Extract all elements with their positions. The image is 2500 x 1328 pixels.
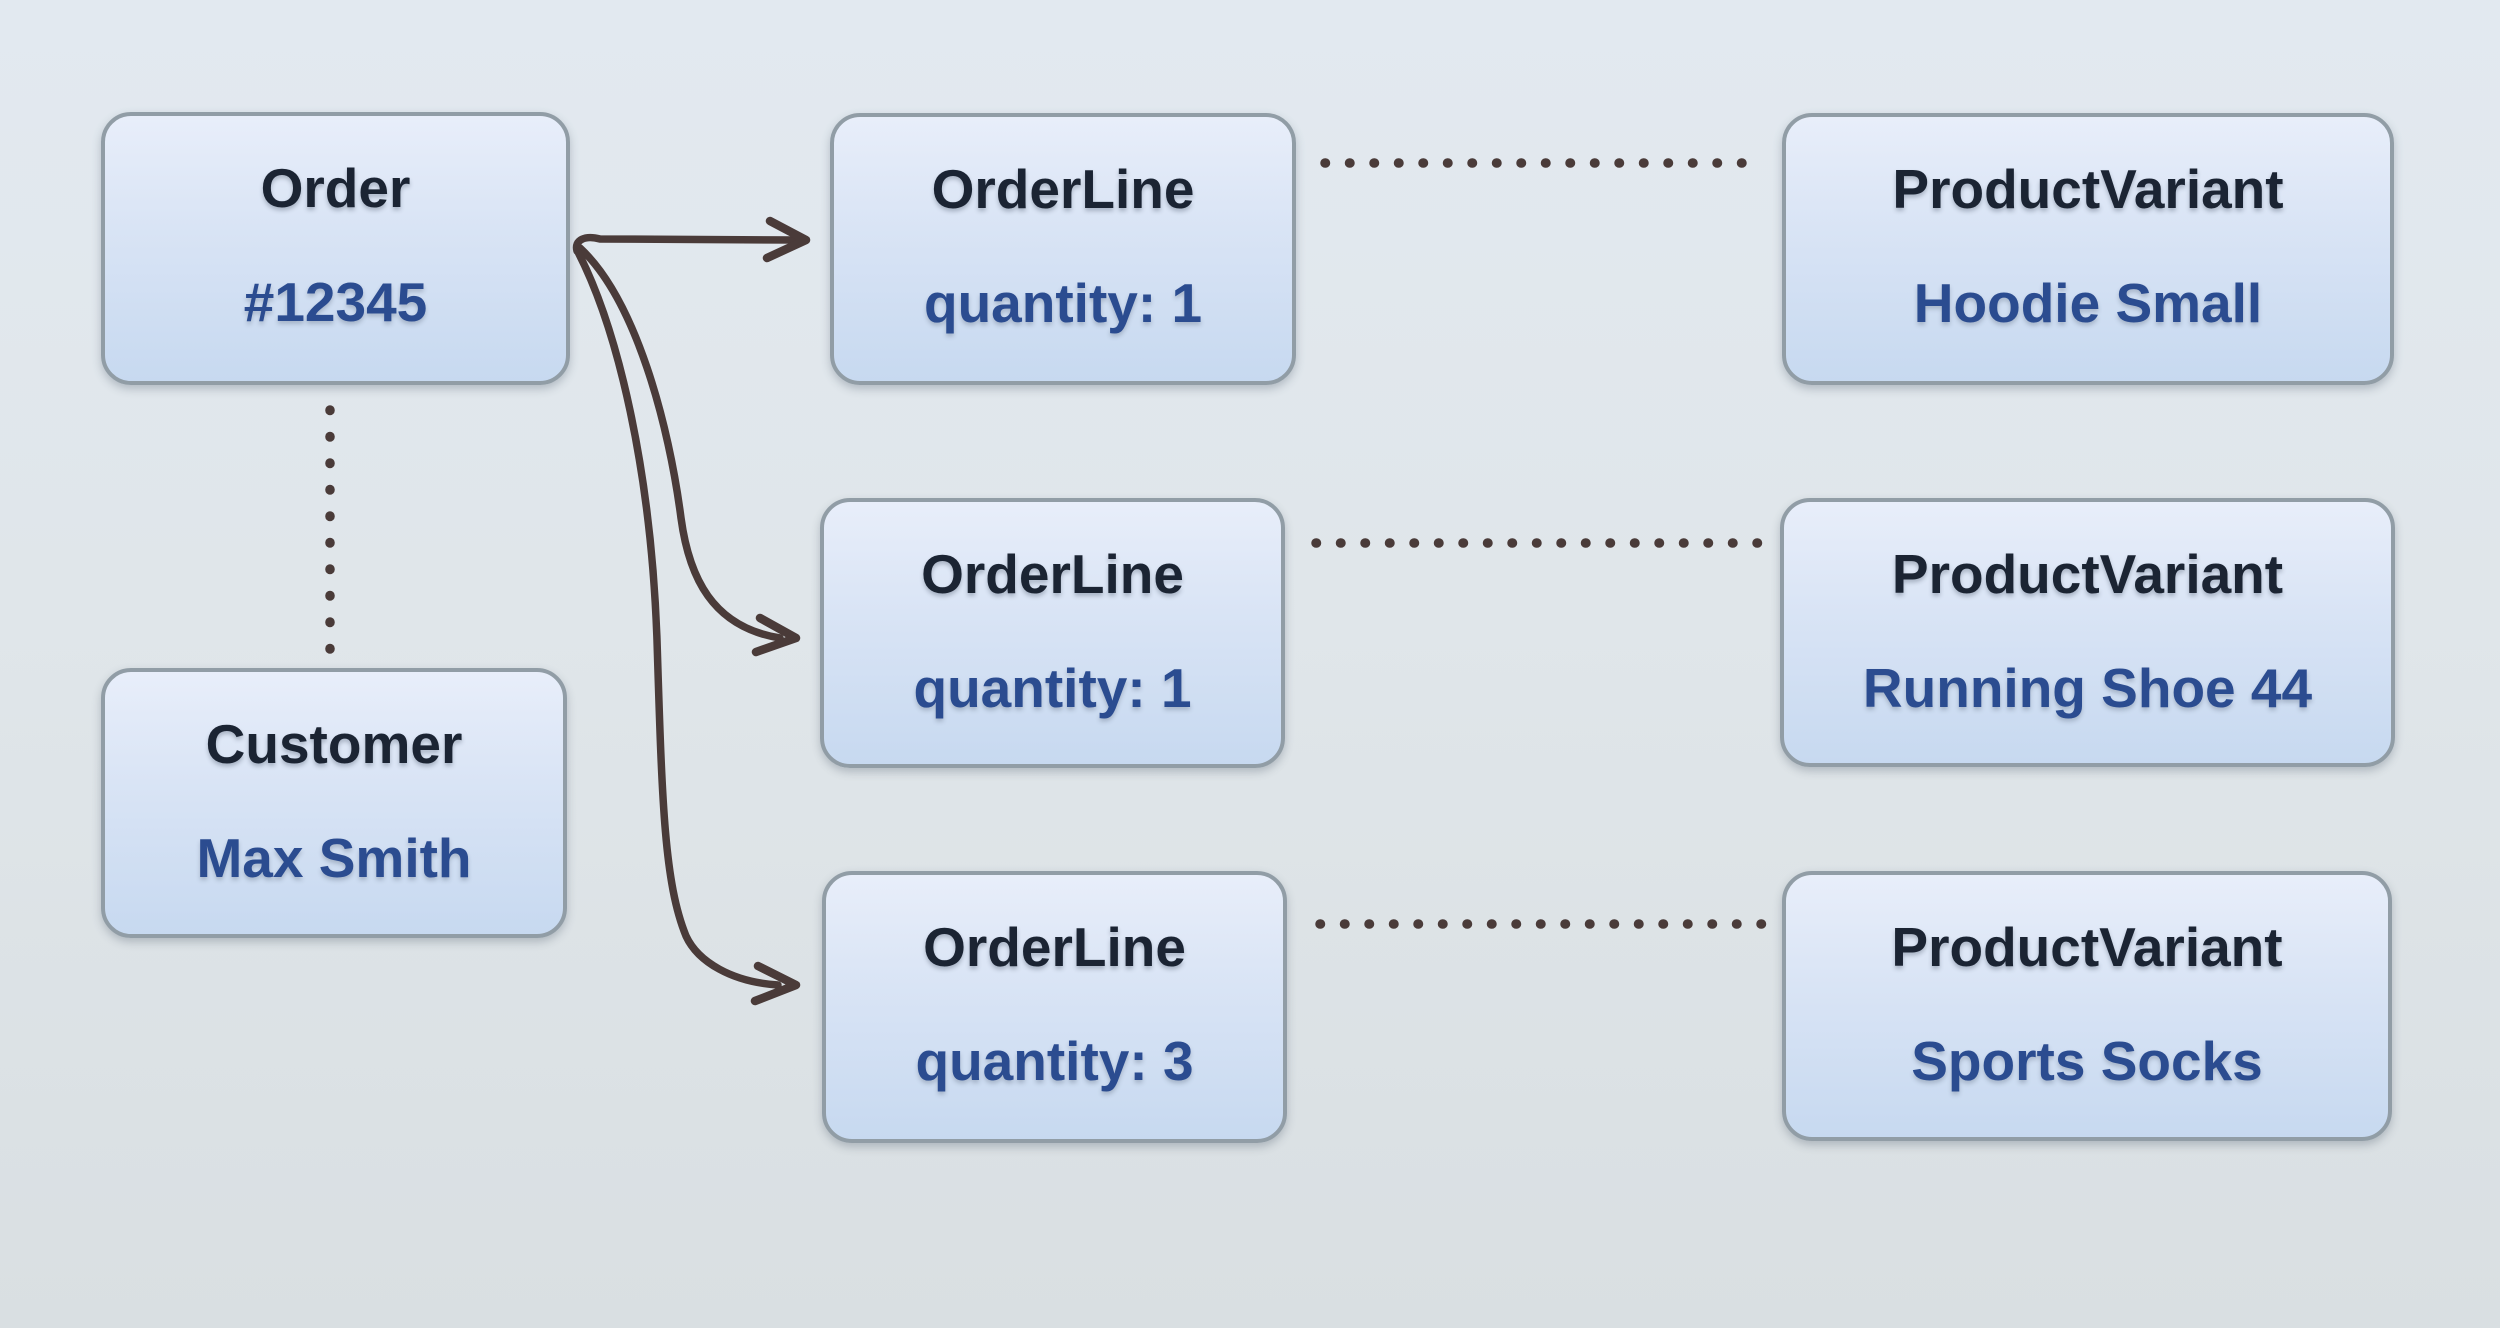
node-productvariant-3-value: Sports Socks <box>1911 1030 2263 1092</box>
edge-order-orderline3-arrow <box>574 248 782 989</box>
edge-order-orderline3-arrowhead <box>750 961 801 1006</box>
node-orderline-1-value: quantity: 1 <box>923 272 1203 334</box>
node-orderline-1: OrderLine quantity: 1 <box>830 113 1296 385</box>
node-productvariant-2-title: ProductVariant <box>1891 543 2284 605</box>
node-orderline-3: OrderLine quantity: 3 <box>822 871 1287 1143</box>
node-order-title: Order <box>260 157 411 219</box>
node-productvariant-1-value: Hoodie Small <box>1913 272 2263 334</box>
node-productvariant-1-title: ProductVariant <box>1892 158 2284 220</box>
node-productvariant-3: ProductVariant Sports Socks <box>1782 871 2392 1141</box>
edge-order-orderline2-arrow <box>576 244 784 642</box>
edge-order-orderline1-arrow <box>572 233 800 255</box>
node-orderline-2-value: quantity: 1 <box>913 657 1192 719</box>
node-orderline-2-title: OrderLine <box>921 543 1184 605</box>
node-customer-value: Max Smith <box>196 827 472 889</box>
node-customer-title: Customer <box>205 713 463 775</box>
node-productvariant-2: ProductVariant Running Shoe 44 <box>1780 498 2395 767</box>
node-productvariant-3-title: ProductVariant <box>1891 916 2283 978</box>
node-productvariant-2-value: Running Shoe 44 <box>1862 657 2313 719</box>
edge-order-orderline2-arrowhead <box>751 613 801 657</box>
node-orderline-3-value: quantity: 3 <box>915 1030 1194 1092</box>
node-order-value: #12345 <box>243 271 428 333</box>
edge-order-orderline1-arrowhead <box>762 216 811 263</box>
node-order: Order #12345 <box>101 112 570 385</box>
node-productvariant-1: ProductVariant Hoodie Small <box>1782 113 2394 385</box>
node-orderline-3-title: OrderLine <box>923 916 1186 978</box>
node-customer: Customer Max Smith <box>101 668 567 938</box>
node-orderline-2: OrderLine quantity: 1 <box>820 498 1285 768</box>
node-orderline-1-title: OrderLine <box>931 158 1195 220</box>
